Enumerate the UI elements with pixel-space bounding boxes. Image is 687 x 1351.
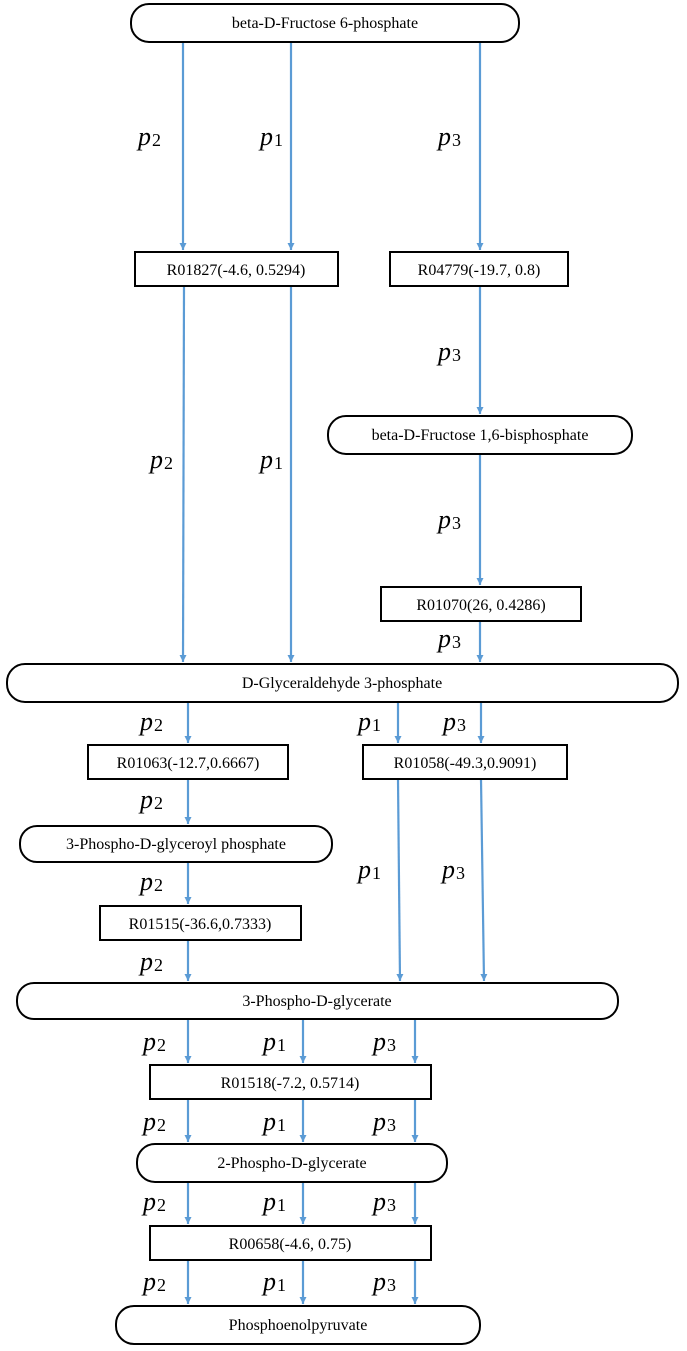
reaction-node-r01070: R01070(26, 0.4286) — [380, 586, 582, 622]
reaction-node-r01063: R01063(-12.7,0.6667) — [87, 744, 289, 780]
metabolite-label: beta-D-Fructose 1,6-bisphosphate — [372, 427, 589, 444]
reaction-node-r01515: R01515(-36.6,0.7333) — [99, 905, 302, 941]
metabolite-label: 2-Phospho-D-glycerate — [217, 1155, 366, 1172]
reaction-label: R01515(-36.6,0.7333) — [129, 916, 272, 933]
pathway-label-p1: p1 — [258, 122, 283, 151]
path-labels-layer: p2 p1 p3 p3 p2 p1 p3 p3 p2 p1 p3 p2 p2 p2 p1 p3 p2 p1 p3 p2… — [136, 122, 466, 1296]
reaction-label: R01063(-12.7,0.6667) — [117, 755, 260, 772]
reaction-node-r04779: R04779(-19.7, 0.8) — [389, 251, 569, 287]
pathway-label-p3: p3 — [436, 624, 461, 653]
metabolite-label: beta-D-Fructose 6-phosphate — [232, 15, 418, 32]
pathway-label-p1: p1 — [356, 707, 381, 736]
reaction-label: R00658(-4.6, 0.75) — [229, 1236, 352, 1253]
reaction-node-r01518: R01518(-7.2, 0.5714) — [149, 1064, 432, 1100]
pathway-label-p2: p2 — [141, 1187, 166, 1216]
metabolite-node-pep: Phosphoenolpyruvate — [115, 1305, 481, 1345]
pathway-label-p3: p3 — [441, 707, 466, 736]
reaction-node-r00658: R00658(-4.6, 0.75) — [149, 1225, 432, 1261]
pathway-label-p3: p3 — [440, 855, 465, 884]
pathway-label-p2: p2 — [148, 445, 173, 474]
reaction-label: R04779(-19.7, 0.8) — [418, 262, 541, 279]
metabolite-node-f6p: beta-D-Fructose 6-phosphate — [130, 3, 520, 43]
pathway-label-p2: p2 — [138, 947, 163, 976]
pathway-label-p2: p2 — [141, 1027, 166, 1056]
reaction-node-r01058: R01058(-49.3,0.9091) — [362, 744, 568, 780]
reaction-label: R01070(26, 0.4286) — [416, 597, 545, 614]
flow-arrow — [396, 778, 404, 982]
reaction-label: R01827(-4.6, 0.5294) — [167, 262, 306, 279]
pathway-label-p3: p3 — [371, 1027, 396, 1056]
pathway-label-p3: p3 — [371, 1187, 396, 1216]
reaction-label: R01518(-7.2, 0.5714) — [221, 1075, 360, 1092]
pathway-label-p2: p2 — [141, 1107, 166, 1136]
pathway-label-p2: p2 — [138, 867, 163, 896]
pathway-label-p3: p3 — [371, 1267, 396, 1296]
pathway-label-p3: p3 — [436, 122, 461, 151]
reaction-label: R01058(-49.3,0.9091) — [394, 755, 537, 772]
pathway-label-p2: p2 — [138, 785, 163, 814]
metabolite-label: Phosphoenolpyruvate — [229, 1317, 368, 1334]
pathway-label-p3: p3 — [436, 505, 461, 534]
reaction-node-r01827: R01827(-4.6, 0.5294) — [134, 251, 339, 287]
pathway-label-p1: p1 — [261, 1027, 286, 1056]
flow-arrow — [179, 285, 187, 663]
metabolite-node-bpg: 3-Phospho-D-glyceroyl phosphate — [19, 825, 333, 863]
pathway-label-p1: p1 — [258, 445, 283, 474]
pathway-label-p1: p1 — [261, 1107, 286, 1136]
metabolite-node-pg2: 2-Phospho-D-glycerate — [136, 1143, 448, 1183]
metabolite-label: D-Glyceraldehyde 3-phosphate — [242, 675, 442, 692]
metabolite-node-fbp: beta-D-Fructose 1,6-bisphosphate — [327, 415, 633, 455]
arrows-layer — [179, 42, 488, 1304]
pathway-label-p2: p2 — [136, 122, 161, 151]
pathway-label-p2: p2 — [138, 707, 163, 736]
pathway-label-p1: p1 — [356, 855, 381, 884]
metabolite-label: 3-Phospho-D-glycerate — [242, 993, 391, 1010]
metabolite-node-g3p: D-Glyceraldehyde 3-phosphate — [6, 663, 679, 703]
pathway-label-p1: p1 — [261, 1267, 286, 1296]
metabolite-label: 3-Phospho-D-glyceroyl phosphate — [66, 836, 286, 853]
pathway-label-p3: p3 — [436, 337, 461, 366]
pathway-label-p3: p3 — [371, 1107, 396, 1136]
metabolite-node-pg3: 3-Phospho-D-glycerate — [16, 982, 619, 1020]
flow-arrow — [479, 778, 488, 982]
pathway-label-p2: p2 — [141, 1267, 166, 1296]
pathway-label-p1: p1 — [261, 1187, 286, 1216]
